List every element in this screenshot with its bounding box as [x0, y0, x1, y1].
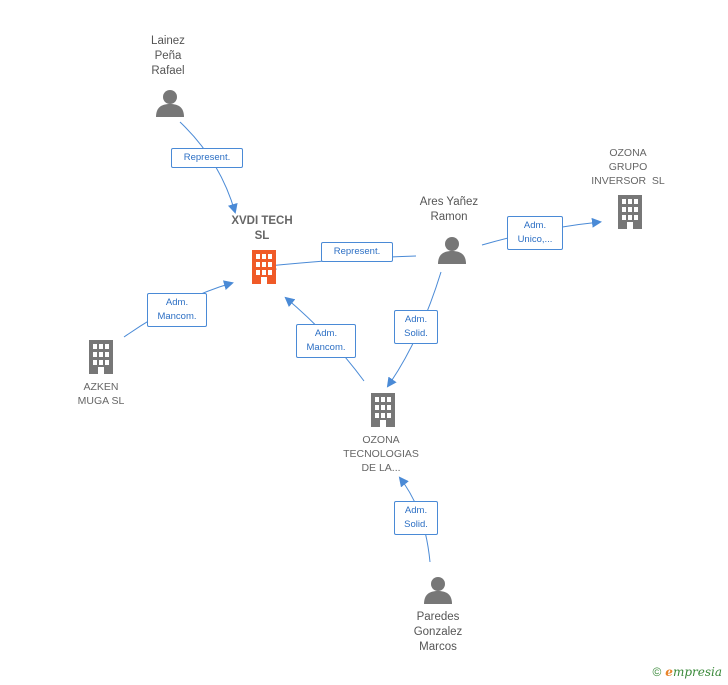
- edge-label-lainez-xvdi[interactable]: Represent.: [171, 148, 243, 168]
- edge-label-ares-grupo[interactable]: Adm. Unico,...: [507, 216, 563, 250]
- building-icon[interactable]: [89, 340, 113, 374]
- empresia-logo[interactable]: ©empresia: [652, 665, 722, 679]
- person-icon[interactable]: [156, 90, 184, 117]
- person-icon[interactable]: [424, 577, 452, 604]
- node-ozona-grupo[interactable]: OZONA GRUPO INVERSOR SL: [591, 147, 665, 187]
- copyright-symbol: ©: [652, 665, 662, 679]
- brand-initial: e: [665, 665, 673, 679]
- edge-label-tec-xvdi[interactable]: Adm. Mancom.: [296, 324, 356, 358]
- node-lainez[interactable]: Lainez Peña Rafael: [151, 35, 185, 77]
- edge-label-paredes-tec[interactable]: Adm. Solid.: [394, 501, 438, 535]
- node-paredes[interactable]: Paredes Gonzalez Marcos: [413, 611, 463, 653]
- building-icon[interactable]: [371, 393, 395, 427]
- edge-label-ares-tec[interactable]: Adm. Solid.: [394, 310, 438, 344]
- edge-label-azken-xvdi[interactable]: Adm. Mancom.: [147, 293, 207, 327]
- node-ares[interactable]: Ares Yañez Ramon: [419, 196, 479, 223]
- edge-label-ares-xvdi[interactable]: Represent.: [321, 242, 393, 262]
- building-icon[interactable]: [618, 195, 642, 229]
- person-icon[interactable]: [438, 237, 466, 264]
- brand-name: mpresia: [672, 665, 722, 679]
- node-azken[interactable]: AZKEN MUGA SL: [77, 381, 125, 407]
- building-icon[interactable]: [252, 250, 276, 284]
- node-ozona-tecnologias[interactable]: OZONA TECNOLOGIAS DE LA...: [343, 434, 419, 474]
- node-xvdi[interactable]: XVDI TECH SL: [231, 215, 293, 242]
